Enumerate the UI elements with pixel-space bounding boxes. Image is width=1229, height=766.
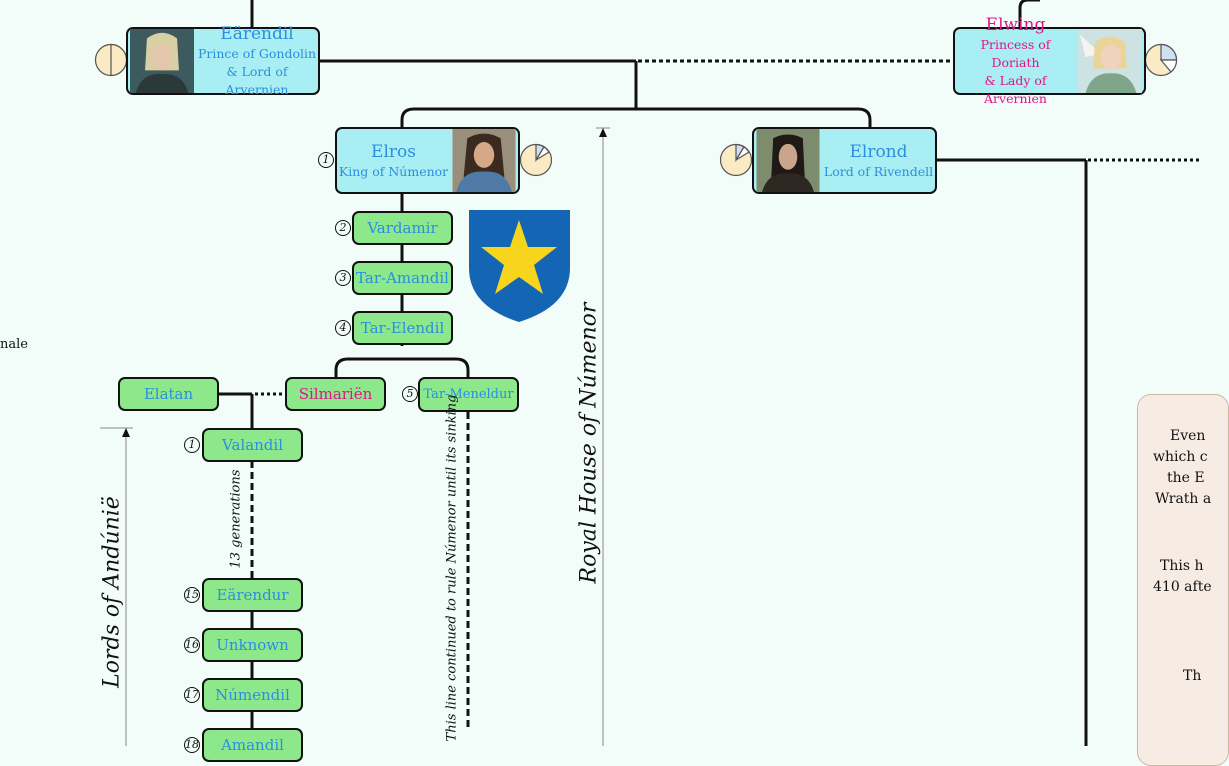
person-earendil[interactable]: Eärendil Prince of Gondolin & Lord of Ar… bbox=[126, 24, 320, 97]
earendil-ancestry-pie bbox=[94, 43, 128, 77]
numenor-crest bbox=[469, 210, 570, 322]
node-tar-elendil[interactable]: Tar-Elendil bbox=[352, 311, 453, 345]
elrond-portrait bbox=[756, 129, 820, 192]
node-vardamir[interactable]: Vardamir bbox=[352, 211, 453, 245]
number-badge-earendur: 15 bbox=[184, 587, 200, 603]
info-line-1: Even bbox=[1170, 428, 1206, 444]
number-badge-valandil: 1 bbox=[184, 437, 200, 453]
earendil-name: Eärendil bbox=[220, 24, 294, 44]
elwing-portrait bbox=[1078, 29, 1142, 93]
node-valandil[interactable]: Valandil bbox=[202, 428, 303, 462]
generations-label: 13 generations bbox=[228, 469, 244, 569]
node-silmarien[interactable]: Silmariën bbox=[285, 377, 386, 411]
number-badge-tar-elendil: 4 bbox=[335, 320, 351, 336]
elros-title: King of Númenor bbox=[338, 163, 449, 179]
node-numendil[interactable]: Númendil bbox=[202, 678, 303, 712]
earendil-portrait bbox=[130, 29, 194, 93]
number-badge-unknown: 16 bbox=[184, 637, 200, 653]
elros-name: Elros bbox=[371, 141, 416, 162]
person-elrond[interactable]: Elrond Lord of Rivendell bbox=[752, 127, 937, 194]
number-badge-vardamir: 2 bbox=[335, 220, 351, 236]
elwing-name: Elwing bbox=[985, 15, 1046, 35]
info-line-6: 410 afte bbox=[1153, 579, 1212, 595]
node-tar-meneldur[interactable]: Tar-Meneldur bbox=[418, 377, 519, 412]
number-badge-tar-meneldur: 5 bbox=[402, 386, 418, 402]
info-line-7: Th bbox=[1183, 668, 1202, 684]
elrond-title: Lord of Rivendell bbox=[823, 163, 934, 179]
info-line-2: which c bbox=[1153, 449, 1208, 465]
info-line-3: the E bbox=[1167, 470, 1205, 486]
family-tree-connectors bbox=[100, 0, 1200, 746]
elwing-title-2: & Lady of Arvernien bbox=[984, 73, 1047, 106]
lords-andunie-label: Lords of Andúnië bbox=[99, 496, 125, 688]
number-badge-amandil: 18 bbox=[184, 737, 200, 753]
node-earendur[interactable]: Eärendur bbox=[202, 578, 303, 612]
earendil-title-1: Prince of Gondolin bbox=[197, 46, 317, 61]
elrond-ancestry-pie bbox=[719, 143, 753, 177]
royal-house-label: Royal House of Númenor bbox=[576, 302, 602, 584]
elwing-ancestry-pie bbox=[1144, 43, 1178, 77]
info-box: Even which c the E Wrath a This h 410 af… bbox=[1137, 394, 1229, 766]
earendil-title-2: & Lord of Arvernien bbox=[225, 64, 289, 97]
cut-off-text: nale bbox=[0, 337, 28, 352]
info-line-4: Wrath a bbox=[1155, 491, 1212, 507]
person-elwing[interactable]: Elwing Princess of Doriath & Lady of Arv… bbox=[953, 15, 1146, 106]
elros-ancestry-pie bbox=[519, 143, 553, 177]
elwing-title-1: Princess of Doriath bbox=[980, 37, 1051, 70]
elros-portrait bbox=[452, 129, 516, 192]
number-badge-elros: 1 bbox=[318, 152, 334, 168]
person-elros[interactable]: Elros King of Númenor bbox=[335, 127, 520, 194]
node-unknown[interactable]: Unknown bbox=[202, 628, 303, 662]
line-continued-label: This line continued to rule Númenor unti… bbox=[444, 394, 460, 742]
info-line-5: This h bbox=[1160, 558, 1204, 574]
node-amandil[interactable]: Amandil bbox=[202, 728, 303, 762]
elrond-name: Elrond bbox=[849, 141, 908, 162]
node-tar-amandil[interactable]: Tar-Amandil bbox=[352, 261, 453, 295]
node-elatan[interactable]: Elatan bbox=[118, 377, 219, 411]
number-badge-tar-amandil: 3 bbox=[335, 270, 351, 286]
number-badge-numendil: 17 bbox=[184, 687, 200, 703]
